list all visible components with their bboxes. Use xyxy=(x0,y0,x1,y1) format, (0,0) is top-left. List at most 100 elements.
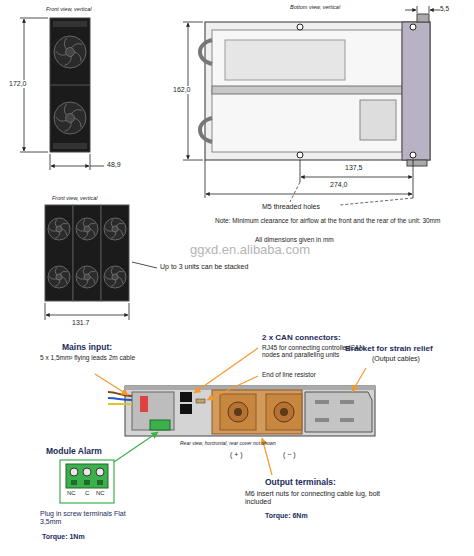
watermark: ggxd.en.alibaba.com xyxy=(190,243,310,258)
fan-circle xyxy=(84,226,90,232)
fan xyxy=(104,266,126,288)
fan-circle xyxy=(48,218,70,240)
fan-path xyxy=(60,223,67,226)
fan-path xyxy=(62,229,67,235)
bottom-view-unit-rect xyxy=(205,22,430,160)
fan-path xyxy=(49,276,56,279)
fan-path xyxy=(74,118,81,127)
fan xyxy=(48,266,70,288)
fan-path xyxy=(56,51,67,55)
dimension-lines-line xyxy=(51,166,89,167)
view-caption: Front view, vertical xyxy=(46,6,92,12)
rear-view-unit-rect xyxy=(196,399,205,403)
fan-circle xyxy=(56,226,62,232)
fan-circle xyxy=(104,266,126,288)
fan-path xyxy=(83,232,88,238)
fan-group xyxy=(48,36,126,288)
fan-path xyxy=(62,277,67,283)
alarm-terminal-rect xyxy=(60,460,114,503)
dimension: 48,9 xyxy=(106,161,122,169)
dimension-lines-line xyxy=(413,160,414,198)
rear-view-unit-rect xyxy=(266,394,302,430)
fan-path xyxy=(83,267,84,275)
callout-title: 2 x CAN connectors: xyxy=(262,333,341,342)
fan-path xyxy=(55,232,60,238)
fan-circle xyxy=(104,218,126,240)
rear-view-unit-rect xyxy=(140,396,148,412)
fan-path xyxy=(105,228,112,231)
callout-text: M6 insert nuts for connecting cable lug,… xyxy=(245,490,395,506)
dimension-lines-line xyxy=(50,154,51,170)
alarm-terminal-rect xyxy=(71,480,77,485)
bottom-view-unit-rect xyxy=(402,22,430,160)
pin-label: NC xyxy=(96,490,105,497)
fan xyxy=(104,218,126,240)
fan-path xyxy=(55,219,56,227)
bottom-view-unit-rect xyxy=(225,40,345,80)
dimension-lines-line xyxy=(20,152,48,153)
fan xyxy=(76,266,98,288)
rear-view-unit-rect xyxy=(132,392,174,430)
front-view-unit-rect xyxy=(53,143,87,149)
fan-path xyxy=(65,56,72,65)
rear-view-unit-circle xyxy=(274,402,294,422)
dimension-lines-line xyxy=(46,315,128,316)
fan-path xyxy=(83,219,84,227)
bottom-view-unit-path xyxy=(200,118,212,142)
callout-leaders-line xyxy=(95,374,128,395)
view-caption: Bottom view, vertical xyxy=(290,4,340,10)
callout-title: Module Alarm xyxy=(46,447,102,457)
fan-path xyxy=(71,44,82,48)
fan xyxy=(54,102,86,134)
stacked-units-rect xyxy=(101,205,129,301)
alarm-terminal-rect xyxy=(97,480,103,485)
fan-path xyxy=(64,38,66,49)
rear-view-unit-path xyxy=(108,392,132,396)
dimension: 137,5 xyxy=(345,164,363,172)
callout-text: Up to 3 units can be stacked xyxy=(160,263,248,271)
dimension-lines-line xyxy=(90,166,104,167)
bottom-view-unit-rect xyxy=(212,30,402,152)
dimension: 162,0 xyxy=(172,86,192,94)
bottom-view-unit-circle xyxy=(410,152,416,158)
bottom-view-unit-circle xyxy=(410,24,416,30)
callout-leaders xyxy=(95,348,366,475)
alarm-terminal-line xyxy=(114,432,158,462)
fan-path xyxy=(60,271,67,274)
rear-view-unit-circle xyxy=(280,408,288,416)
bottom-view-unit-rect xyxy=(417,14,429,22)
leader-lines-line xyxy=(340,198,413,205)
fan-path xyxy=(111,280,116,286)
fan-circle xyxy=(76,266,98,288)
stacked-units xyxy=(45,205,129,301)
pin-label: NC xyxy=(67,490,76,497)
bottom-view-unit-rect xyxy=(212,86,402,94)
note: Note: Minimum clearance for airflow at t… xyxy=(215,217,465,224)
callout-leaders-line xyxy=(207,376,258,400)
fan-circle xyxy=(54,102,86,134)
rear-view-unit-rect xyxy=(315,418,329,422)
fan-circle xyxy=(66,114,75,123)
callout-title: Output terminals: xyxy=(265,478,336,488)
callout-text: 5 x 1,5mm² flying leads 2m cable xyxy=(40,354,140,361)
rear-view-unit-rect xyxy=(220,394,256,430)
fan-circle xyxy=(84,274,90,280)
front-view-unit-line xyxy=(50,85,90,86)
dimension-lines xyxy=(183,6,440,198)
fan-path xyxy=(90,277,95,283)
fan-path xyxy=(105,276,112,279)
fan-path xyxy=(65,122,72,131)
callout-leaders-line xyxy=(352,368,366,392)
part-label: M5 threaded holes xyxy=(262,203,320,211)
fan-circle xyxy=(56,274,62,280)
rear-view-unit-rect xyxy=(315,400,329,404)
dimension: 131.7 xyxy=(72,319,90,327)
rear-view-unit-path xyxy=(108,398,132,400)
fan-path xyxy=(77,276,84,279)
front-view-unit-rect xyxy=(53,21,87,27)
alarm-terminal-circle xyxy=(70,468,78,476)
callout-title: Bracket for strain relief xyxy=(345,344,433,353)
fan-path xyxy=(55,267,56,275)
dimension-lines-line xyxy=(206,194,412,195)
terminal-label: ( + ) xyxy=(230,451,243,459)
